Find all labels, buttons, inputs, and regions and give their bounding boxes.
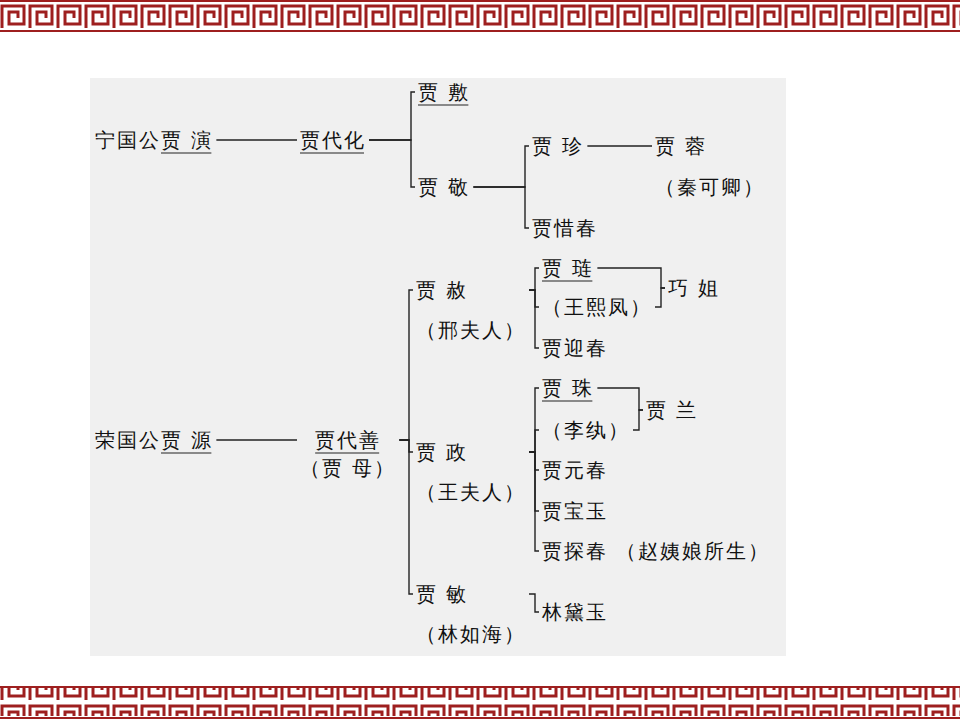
family-connector	[529, 430, 539, 452]
person-name: 贾探春	[542, 537, 608, 565]
name-underline	[542, 280, 592, 281]
person-name: 贾 政	[416, 438, 526, 466]
person-name: 贾惜春	[532, 214, 598, 242]
name-node: 贾 兰	[646, 396, 698, 424]
person-name: 贾 兰	[646, 396, 698, 424]
name-underline	[161, 152, 211, 153]
person-name: 林黛玉	[542, 598, 608, 626]
family-connector	[399, 290, 413, 440]
family-connector	[529, 594, 539, 612]
family-connector	[529, 452, 539, 511]
name-node: 贾 赦 （邢夫人）	[416, 276, 526, 344]
name-node: 贾 珍	[532, 132, 584, 160]
family-connector	[369, 140, 415, 187]
name-node: 贾探春 （赵姨娘所生）	[542, 537, 770, 565]
name-node: 贾 敷	[418, 78, 470, 106]
family-connector	[473, 146, 529, 187]
name-underline	[542, 400, 592, 401]
border-band	[0, 686, 960, 720]
name-node: 荣国公贾 源	[95, 426, 213, 454]
name-node: （李纨）	[542, 416, 630, 444]
name-underline	[418, 104, 468, 105]
name-node: 贾 琏	[542, 254, 594, 282]
family-connector	[473, 187, 529, 228]
name-node: 贾宝玉	[542, 497, 608, 525]
person-name: 贾 赦	[416, 276, 526, 304]
name-node: 宁国公贾 演	[95, 126, 213, 154]
name-node: 贾 蓉 （秦可卿）	[655, 132, 765, 201]
family-connector	[597, 388, 643, 410]
name-underline	[315, 452, 379, 453]
name-node: 贾 珠	[542, 374, 594, 402]
name-underline	[300, 152, 364, 153]
person-name: （李纨）	[542, 416, 630, 444]
person-name: 贾代化	[300, 126, 366, 154]
spouse-note: （秦可卿）	[655, 173, 765, 201]
person-name: 贾代善	[300, 426, 396, 454]
border-band	[0, 0, 960, 32]
person-name: 贾 珠	[542, 374, 594, 402]
family-connector	[369, 92, 415, 140]
family-connector	[529, 290, 539, 307]
person-name: （王熙凤）	[542, 293, 652, 321]
family-connector	[529, 268, 539, 290]
family-connector	[633, 410, 643, 430]
family-connector	[587, 145, 652, 146]
family-connector	[655, 288, 665, 307]
underline-group	[161, 105, 592, 453]
family-connector	[216, 139, 297, 140]
spouse-note: （贾 母）	[300, 454, 396, 482]
name-node: 贾 政 （王夫人）	[416, 438, 526, 506]
spouse-note: （邢夫人）	[416, 316, 526, 344]
spouse-note: （林如海）	[416, 620, 526, 648]
spouse-note: （王夫人）	[416, 478, 526, 506]
name-underline	[161, 452, 211, 453]
person-name: 宁国公贾 演	[95, 126, 213, 154]
connector-group	[216, 92, 665, 612]
name-node: （王熙凤）	[542, 293, 652, 321]
name-node: 贾 敏 （林如海）	[416, 580, 526, 648]
name-node: 贾代善（贾 母）	[300, 426, 396, 482]
person-name: 贾迎春	[542, 334, 608, 362]
person-name: 贾 琏	[542, 254, 594, 282]
family-connector	[529, 452, 539, 551]
scan-ground	[90, 78, 786, 656]
person-name: 贾元春	[542, 456, 608, 484]
person-name: 贾 敏	[416, 580, 526, 608]
person-name: 荣国公贾 源	[95, 426, 213, 454]
person-name: 贾 敬	[418, 173, 470, 201]
person-name: 巧 姐	[668, 274, 720, 302]
family-connector	[529, 452, 539, 470]
name-node: 贾迎春	[542, 334, 608, 362]
family-connector	[399, 440, 413, 452]
name-node: 贾惜春	[532, 214, 598, 242]
family-connector	[216, 439, 297, 440]
name-node: 巧 姐	[668, 274, 720, 302]
person-name: 贾 珍	[532, 132, 584, 160]
family-connector	[529, 388, 539, 452]
person-name: 贾 敷	[418, 78, 470, 106]
name-node: 贾元春	[542, 456, 608, 484]
family-connector	[529, 290, 539, 348]
spouse-note: （赵姨娘所生）	[616, 537, 770, 565]
name-node: 林黛玉	[542, 598, 608, 626]
name-node: 贾代化	[300, 126, 366, 154]
name-node: 贾 敬	[418, 173, 470, 201]
person-name: 贾 蓉	[655, 132, 765, 160]
family-connector	[597, 268, 665, 288]
family-connector	[399, 440, 413, 594]
person-name: 贾宝玉	[542, 497, 608, 525]
